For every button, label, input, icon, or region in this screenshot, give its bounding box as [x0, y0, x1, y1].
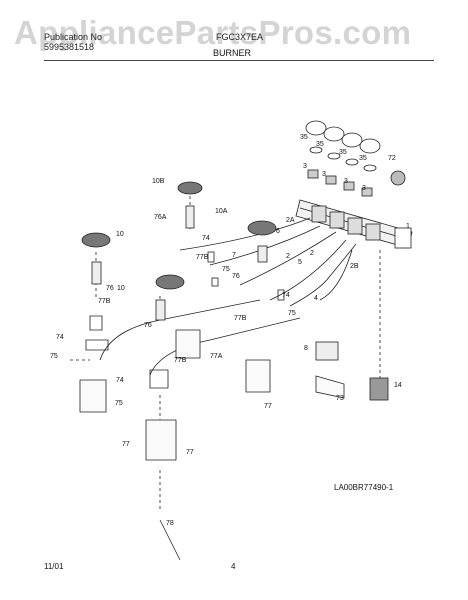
callout-label: 2	[286, 253, 290, 260]
callout-label: 74	[202, 235, 210, 242]
callout-labels: 10B76A7477B75107677B7475107677A77B747577…	[50, 134, 410, 527]
callout-label: 2A	[286, 217, 295, 224]
callout-label: 35	[359, 155, 367, 162]
callout-label: 75	[222, 266, 230, 273]
callout-label: 10	[116, 231, 124, 238]
callout-label: 7	[232, 252, 236, 259]
callout-label: 77B	[98, 298, 111, 305]
callout-label: 35	[300, 134, 308, 141]
callout-label: 75	[115, 400, 123, 407]
callout-label: 10	[117, 285, 125, 292]
publication-label: Publication No	[44, 32, 103, 42]
burner-valves	[307, 169, 381, 241]
callout-label: 8	[304, 345, 308, 352]
callout-label: 76	[106, 285, 114, 292]
footer-date: 11/01	[44, 562, 64, 571]
callout-label: 75	[50, 353, 58, 360]
callout-label: 4	[314, 295, 318, 302]
callout-label: 5	[298, 259, 302, 266]
callout-label: 77	[264, 403, 272, 410]
callout-label: 1	[406, 223, 410, 230]
callout-label: 77B	[196, 254, 209, 261]
callout-label: 72	[388, 155, 396, 162]
header-rule	[44, 60, 434, 61]
callout-label: 6	[276, 228, 280, 235]
callout-label: 2	[310, 250, 314, 257]
callout-label: 77B	[234, 315, 247, 322]
callout-label: 3	[344, 178, 348, 185]
mounting-brackets	[79, 315, 389, 561]
callout-label: 76	[232, 273, 240, 280]
callout-label: 2B	[350, 263, 359, 270]
burner-heads	[81, 181, 285, 321]
callout-label: 73	[336, 395, 344, 402]
callout-label: 77	[122, 441, 130, 448]
callout-label: 76	[144, 322, 152, 329]
model-number: FGC3X7EA	[216, 32, 264, 42]
watermark-logo: AppliancePartsPros.com	[14, 14, 412, 51]
diagram-code: LA00BR77490-1	[334, 483, 394, 492]
callout-label: 3	[322, 171, 326, 178]
publication-number: 5995381518	[44, 42, 95, 52]
callout-label: 14	[394, 382, 402, 389]
callout-label: 77	[186, 449, 194, 456]
callout-label: 74	[116, 377, 124, 384]
callout-label: 35	[339, 149, 347, 156]
callout-label: 74	[56, 334, 64, 341]
callout-label: 35	[316, 141, 324, 148]
callout-label: 75	[288, 310, 296, 317]
callout-label: 3	[303, 163, 307, 170]
callout-label: 3	[362, 185, 366, 192]
callout-label: 78	[166, 520, 174, 527]
callout-label: 76A	[154, 214, 167, 221]
control-knobs	[305, 120, 406, 186]
callout-label: 10A	[215, 208, 228, 215]
section-title: BURNER	[213, 48, 252, 58]
callout-label: 74	[282, 292, 290, 299]
callout-label: 77A	[210, 353, 223, 360]
callout-label: 10B	[152, 178, 165, 185]
footer-page-number: 4	[231, 562, 236, 571]
callout-label: 77B	[174, 357, 187, 364]
